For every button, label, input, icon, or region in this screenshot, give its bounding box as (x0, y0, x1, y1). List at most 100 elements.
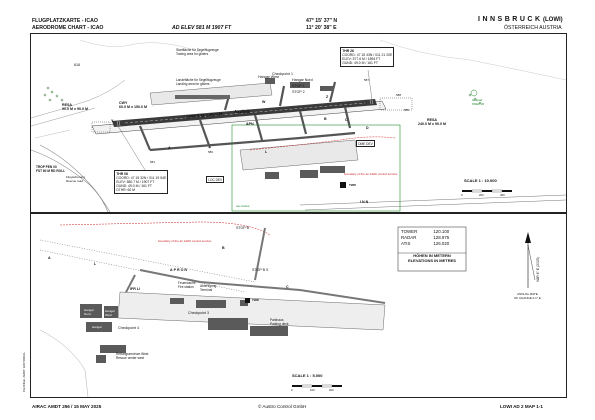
annual-rate: ANNUAL RATE OF CHANGE 0.1° E (514, 292, 541, 301)
detail-twy-b: B (222, 246, 225, 250)
trop-pen-label: TROP PEN 03 FST 60 M RD ROLL (36, 165, 66, 174)
footer-airac: AIRAC AMDT 256 / 15 MAY 2025 (32, 404, 102, 409)
main-chart-frame (30, 33, 567, 213)
rescue-road-label: Flugsicherung Rescue road (66, 175, 85, 184)
obstacle-label: 618 (74, 63, 80, 67)
detail-twy-a: A (48, 256, 51, 260)
change-note: CHANGE: AMDT. EDITORIAL (22, 352, 26, 392)
twy-label-w: W (262, 100, 266, 104)
detail-twy-l: L (94, 262, 97, 266)
checkpoint4-label: Checkpoint 4 (118, 326, 139, 330)
twy-label-y: Y (111, 119, 114, 123)
gliders-towing-label: Startfläche für Segelflugzeuge Towing ar… (176, 48, 219, 57)
detail-twr-label: TWR (252, 298, 259, 302)
ifr-li-label: IFR LI (130, 287, 140, 291)
dme-dev-label: DME DEV (356, 140, 375, 148)
hangar-label: Hangar Nord (84, 308, 94, 317)
checkpoint1-label: Checkpoint 1 (272, 72, 293, 76)
hangar-label: Hangar West (105, 309, 115, 318)
twy-label-a: A (168, 146, 171, 150)
main-scale-tick: 200 (479, 193, 484, 197)
twr-label: TWR (349, 183, 356, 187)
parking-deck-label: Parkhaus Parking deck (270, 318, 289, 327)
elev-label: 580 (208, 150, 214, 154)
frequency-value: 128.975 (433, 235, 450, 241)
hangar-nord-label: Hangar Nord (292, 78, 313, 82)
detail-chart-frame (30, 213, 567, 398)
detail-scale-tick: 100 (310, 388, 315, 392)
thr26-line: GUND: 49.0 M / 161 FT (342, 61, 378, 66)
frequency-name: RADAR (401, 235, 417, 241)
main-scale-label: SCALE 1 : 10.000 (464, 178, 497, 183)
coord-n: 47° 15' 37" N (306, 18, 338, 24)
fire-station-label: Feuerwache Fire station (178, 281, 196, 290)
terminal-label: Abfertigung Terminal (200, 284, 217, 293)
stop2-label: STOP 2 (292, 90, 305, 94)
frequency-row: TOWER 120.100 (400, 229, 464, 235)
inn-river-label: INN (360, 200, 370, 204)
hangar-label: Hangar (92, 325, 102, 329)
control-boundary-label: boundary of the air traffic control serv… (344, 172, 398, 176)
cwy-label: CWY 60.0 M x 150.0 M (119, 101, 147, 110)
runway-surface: Asphalt (234, 109, 251, 114)
thr26-line: COORD: 47 15 43N / 011 21 20E (342, 52, 393, 57)
gliders-landing-label: Landefläche für Segelflugzeuge Landing a… (176, 78, 221, 87)
rescue-center-label: Rettungszentrum West Rescue center west (116, 352, 149, 361)
apron-label: APRON (170, 268, 188, 272)
title-en: AERODROME CHART - ICAO (32, 25, 104, 31)
elev-label: 587 (364, 78, 370, 82)
detail-scale-tick: 200 (329, 388, 334, 392)
frequency-row: RADAR 128.975 (400, 235, 464, 241)
thr08-line: GUND: 49.0 M / 161 FT (116, 184, 152, 189)
stop-bs-label: STOP B S (252, 268, 269, 272)
helipad-label: Helipad PREF 26 (472, 98, 485, 107)
footer-chart-id: LOWI AD 2 MAP 1-1 (500, 404, 543, 409)
thr08-line: ELEV: 580.7 M / 1907 FT (116, 180, 155, 184)
stop-b-label: STOP B (236, 226, 250, 230)
footer-copyright: © Austro Control GmbH (258, 404, 307, 409)
loc-dev-label: LOC DEV (206, 176, 225, 184)
thr26-line: ELEV: 577.6 M / 1894 FT (342, 57, 381, 61)
main-scale-tick: 400 (500, 193, 505, 197)
frequency-name: ATIS (401, 240, 411, 246)
city-name: INNSBRUCK (478, 16, 543, 23)
hangar-west-label: Hangar West (258, 75, 279, 79)
twy-label-b: B (324, 117, 327, 121)
detail-twy-c: C (286, 285, 289, 289)
thr08-line: DTHR: 60 M (116, 188, 136, 193)
magnetic-variation: VAR 4° E (2025) (536, 257, 540, 282)
frequency-row: ATIS 126.020 (400, 241, 464, 247)
checkpoint3-label: Checkpoint 3 (188, 311, 209, 315)
title-de: FLUGPLATZKARTE - ICAO (32, 18, 98, 24)
ad-elevation: AD ELEV 581 M 1907 FT (172, 25, 232, 31)
frequency-value: 120.100 (433, 229, 450, 235)
coord-e: 11° 20' 38" E (306, 25, 337, 31)
thr26-title: THR 26 (342, 48, 354, 53)
country: ÖSTERREICH AUSTRIA (504, 25, 562, 31)
frequency-name: TOWER (401, 229, 418, 235)
elev-label: 588 (396, 93, 402, 97)
resa-west-label: RESA 90.0 M x 90.0 M (62, 103, 88, 112)
thr08-line: COORD: 47 15 32N / 011 19 54E (116, 175, 167, 180)
detail-scale-tick: 0 (291, 388, 293, 392)
elev-label: 585 (404, 108, 410, 112)
detail-control-boundary: boundary of the air traffic control serv… (158, 239, 212, 243)
twy-label-d: D (366, 126, 369, 130)
detail-scale-label: SCALE 1 : 5.000 (292, 373, 323, 378)
main-scale-tick: 0 (461, 193, 463, 197)
elev-label: 581 (150, 160, 156, 164)
frequency-panel: TOWER 120.100 RADAR 128.975 ATIS 126.020… (400, 229, 464, 263)
frequency-value: 126.020 (433, 240, 450, 246)
elevation-note-de: HÖHEN IN METERN (413, 253, 451, 259)
twy-label-l: L (265, 150, 268, 154)
apn-label: APN (246, 122, 254, 126)
twy-label-c: C (345, 118, 348, 122)
resa-east-label: RESA 240.0 M x 90.0 M (418, 118, 446, 127)
thr08-title: THR 08 (116, 171, 128, 176)
see-below-label: see below (236, 204, 250, 208)
icao-code: (LOWI) (543, 17, 563, 23)
thr26-box: THR 26 COORD: 47 15 43N / 011 21 20E ELE… (340, 47, 395, 67)
elevation-note-en: ELEVATIONS IN METRES (408, 258, 456, 264)
